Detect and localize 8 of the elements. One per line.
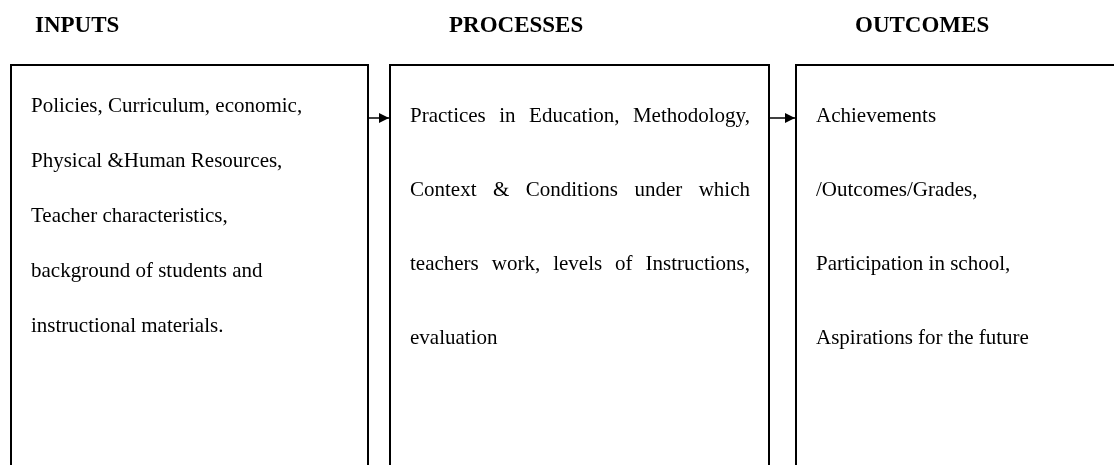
column-heading: INPUTS bbox=[35, 12, 120, 38]
column-heading: PROCESSES bbox=[449, 12, 584, 38]
box-text: Policies, Curriculum, economic, Physical &Human Resources, Teacher characteristics, background of students and instructional materials. bbox=[31, 92, 304, 339]
arrow bbox=[769, 113, 796, 123]
box-text: Achievements /Outcomes/Grades, Participation in school, Aspirations for the future bbox=[816, 102, 1030, 351]
arrow bbox=[368, 113, 390, 123]
column-heading: OUTCOMES bbox=[855, 12, 990, 38]
box-text: Practices in Education, Methodology, Context & Conditions under which teachers work, levels of Instructions, evaluation bbox=[410, 102, 750, 351]
